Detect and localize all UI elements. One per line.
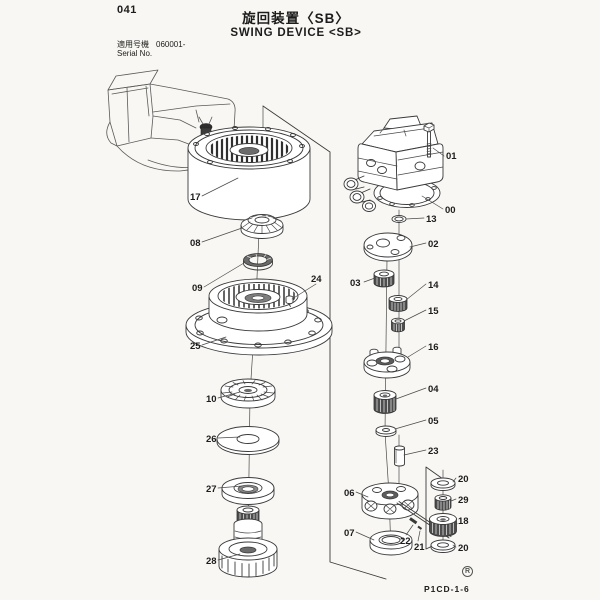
- part-plate-02: [364, 233, 412, 261]
- part-carrier-06: [362, 483, 418, 519]
- serial-label-japanese: 適用号機: [117, 40, 149, 49]
- part-gear-15: [392, 318, 405, 332]
- serial-value: 060001-: [156, 40, 186, 49]
- part-labels: 17 08 09 25 24 10 26 27 28 01 00 13 02 0…: [190, 151, 469, 567]
- page-title-japanese: 旋回装置〈SB〉: [242, 11, 350, 26]
- part-gear-03: [374, 270, 394, 287]
- part-label-18: 18: [458, 516, 469, 527]
- part-washer-20-upper: [431, 478, 455, 491]
- part-label-04: 04: [428, 384, 439, 395]
- leader-lines: [202, 148, 457, 560]
- part-spacer-27: [222, 478, 274, 505]
- part-housing-25: [186, 279, 332, 355]
- part-label-20-upper: 20: [458, 474, 469, 485]
- part-bearing-08: [241, 215, 283, 239]
- part-bearing-10: [221, 379, 275, 408]
- part-label-14: 14: [428, 280, 439, 291]
- part-label-24: 24: [311, 274, 322, 285]
- part-ring-07: [370, 531, 412, 555]
- part-label-16: 16: [428, 342, 439, 353]
- page-title-english: SWING DEVICE <SB>: [230, 27, 362, 39]
- part-washer-26: [217, 427, 279, 455]
- part-label-10: 10: [206, 394, 217, 405]
- part-label-22: 22: [400, 536, 411, 547]
- mark-letter: R: [464, 568, 471, 575]
- part-bolt-01: [424, 123, 434, 157]
- part-label-20-lower: 20: [458, 543, 469, 554]
- page-title: 旋回装置〈SB〉 SWING DEVICE <SB>: [146, 11, 446, 40]
- part-washer-20-lower: [431, 540, 455, 553]
- part-label-05: 05: [428, 416, 439, 427]
- part-shaft-28: [219, 506, 277, 577]
- part-label-23: 23: [428, 446, 439, 457]
- part-pin-23: [395, 446, 405, 466]
- part-oring-13: [392, 216, 406, 223]
- part-label-29: 29: [458, 495, 469, 506]
- serial-number-block: 適用号機 060001- Serial No.: [117, 40, 192, 58]
- part-label-17: 17: [190, 192, 201, 203]
- part-label-03: 03: [350, 278, 361, 289]
- part-label-21: 21: [414, 542, 425, 553]
- part-label-01: 01: [446, 151, 457, 162]
- part-plug-24: [286, 296, 293, 307]
- part-label-06: 06: [344, 488, 355, 499]
- part-label-28: 28: [206, 556, 217, 567]
- part-seal-09: [244, 254, 273, 271]
- part-carrier-16: [364, 347, 410, 378]
- part-label-08: 08: [190, 238, 201, 249]
- part-ring-gear-17: [188, 127, 310, 220]
- part-gear-29: [435, 495, 451, 510]
- part-label-25: 25: [190, 341, 201, 352]
- part-coupling-04: [374, 391, 396, 414]
- serial-label-english: Serial No.: [117, 49, 153, 58]
- part-gear-18: [430, 514, 457, 537]
- part-washer-05: [376, 426, 396, 437]
- part-gear-14: [389, 296, 407, 312]
- part-label-02: 02: [428, 239, 439, 250]
- part-label-07: 07: [344, 528, 355, 539]
- part-label-13: 13: [426, 214, 437, 225]
- part-label-09: 09: [192, 283, 203, 294]
- part-label-00: 00: [445, 205, 456, 216]
- page-number: 041: [117, 4, 137, 16]
- part-swing-motor-00: [344, 116, 443, 212]
- part-label-26: 26: [206, 434, 217, 445]
- assembly-bracket: [263, 106, 386, 579]
- part-label-27: 27: [206, 484, 217, 495]
- part-label-15: 15: [428, 306, 439, 317]
- circled-r-icon: R: [462, 566, 473, 577]
- drawing-code: P1CD-1-6: [424, 584, 470, 594]
